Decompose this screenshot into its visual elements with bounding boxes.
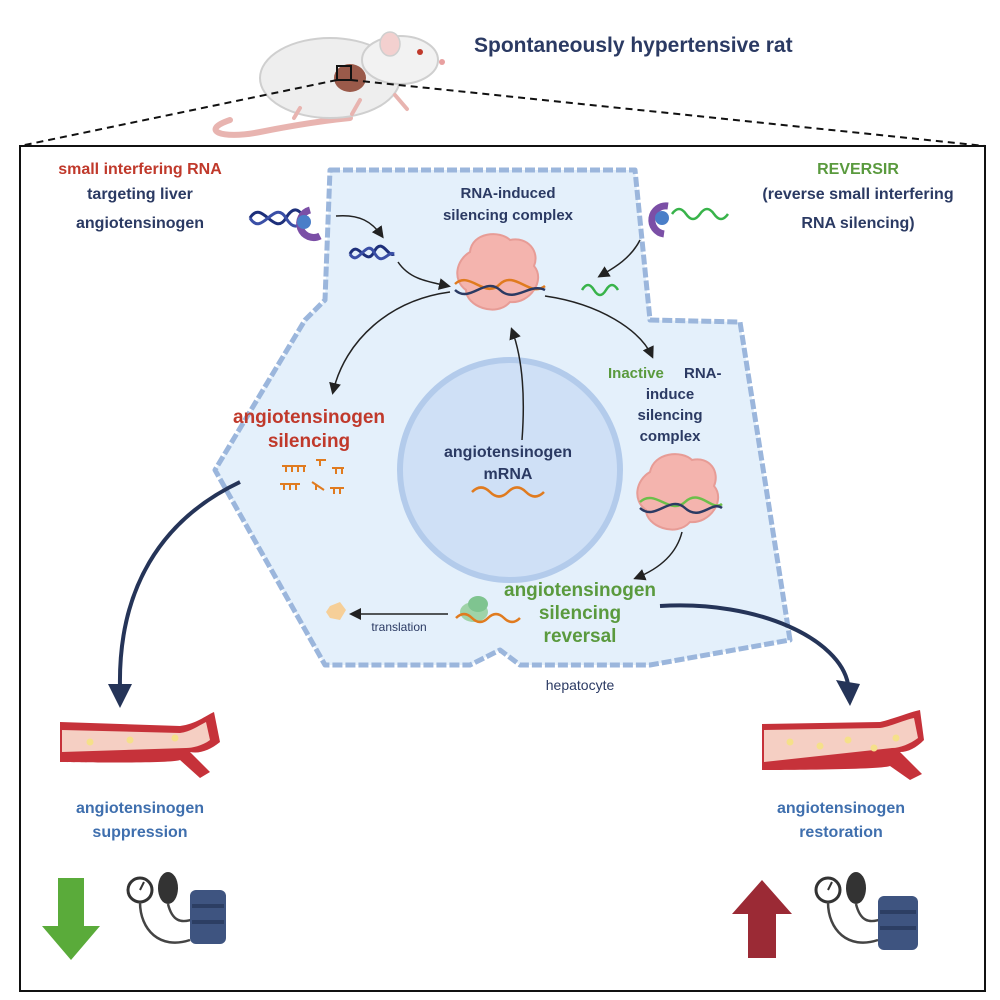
- inactive-risc-label-1: RNA-: [684, 365, 722, 382]
- receptor-icon: [648, 202, 669, 238]
- curve-arrow-right: [659, 603, 850, 685]
- risc-label-1: RNA-induced: [461, 185, 556, 202]
- sirna-subtitle-2: angiotensinogen: [76, 215, 204, 232]
- blood-vessel-icon: [60, 712, 220, 778]
- zoom-frame: [19, 145, 986, 992]
- projection-line-left: [19, 79, 338, 147]
- curve-arrow-left-head: [108, 684, 132, 708]
- projection-line-right: [350, 79, 986, 147]
- blood-vessel-icon: [762, 710, 924, 780]
- protein-complex-icon: [454, 233, 546, 311]
- dna-icon: [348, 244, 395, 261]
- inactive-risc-label-3: silencing: [637, 407, 702, 424]
- nucleus: [397, 357, 623, 583]
- inactive-risc-label-2: induce: [646, 386, 694, 403]
- outcome-right-2: restoration: [799, 824, 883, 841]
- reversal-label-2: silencing: [539, 603, 621, 624]
- protein-complex-icon: [636, 453, 723, 531]
- sirna-title: small interfering RNA: [58, 161, 222, 178]
- reversir-strand: [670, 207, 730, 221]
- reversal-label-3: reversal: [544, 626, 617, 647]
- outcome-right-1: angiotensinogen: [777, 800, 905, 817]
- nucleus-label-2: mRNA: [484, 466, 533, 483]
- diagram-title: Spontaneously hypertensive rat: [474, 34, 793, 57]
- sirna-subtitle-1: targeting liver: [87, 186, 193, 203]
- arrow-down-icon: [42, 878, 100, 960]
- curve-arrow-right-head: [836, 680, 860, 706]
- translation-label: translation: [371, 620, 426, 634]
- nucleus-label-1: angiotensinogen: [444, 444, 572, 461]
- inactive-word: Inactive: [608, 365, 664, 382]
- outcome-left-2: suppression: [92, 824, 187, 841]
- outcome-left-1: angiotensinogen: [76, 800, 204, 817]
- hepatocyte-label: hepatocyte: [546, 677, 615, 693]
- risc-label-2: silencing complex: [443, 207, 574, 224]
- blood-pressure-monitor-icon: [126, 872, 226, 944]
- reversir-subtitle-1: (reverse small interfering: [762, 186, 953, 203]
- reversir-title: REVERSIR: [817, 161, 899, 178]
- arrow-up-icon: [732, 880, 792, 958]
- inactive-risc-label-4: complex: [640, 428, 702, 445]
- protein-icon: [326, 602, 346, 620]
- receptor-icon: [296, 206, 322, 241]
- reversir-subtitle-2: RNA silencing): [801, 215, 914, 232]
- degraded-mrna-icon: [280, 459, 344, 494]
- silencing-label-1: angiotensinogen: [233, 407, 385, 428]
- silencing-label-2: silencing: [268, 431, 350, 452]
- curve-arrow-left: [117, 480, 241, 689]
- blood-pressure-monitor-icon: [814, 872, 918, 950]
- rat-icon: [212, 31, 445, 138]
- reversal-label-1: angiotensinogen: [504, 580, 656, 601]
- reversir-strand-internal: [580, 283, 620, 297]
- ribosome-icon: [455, 596, 521, 624]
- mrna-strand: [471, 486, 545, 498]
